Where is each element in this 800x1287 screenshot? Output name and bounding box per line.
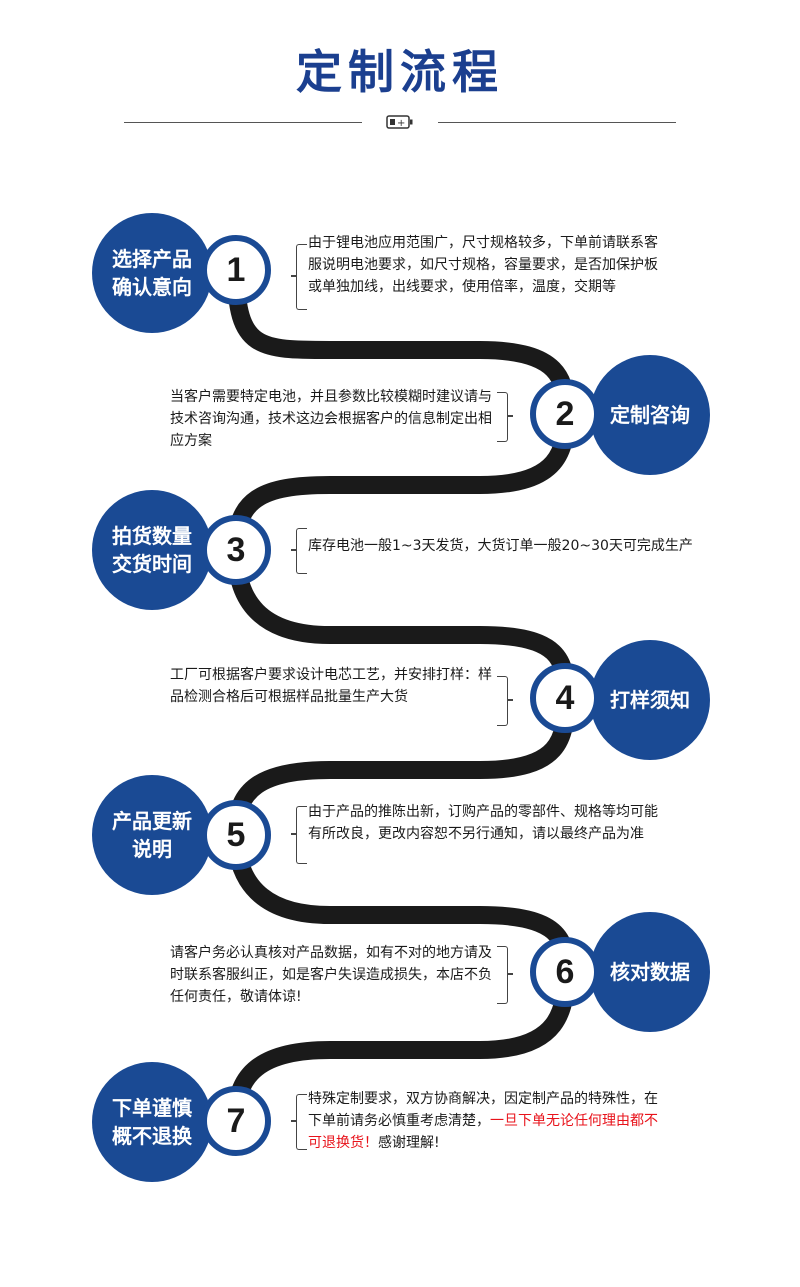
step-4-brace bbox=[497, 676, 508, 726]
divider-left bbox=[124, 122, 362, 123]
step-5-label: 产品更新 说明 bbox=[112, 809, 192, 861]
step-6-label: 核对数据 bbox=[610, 960, 690, 984]
step-1-badge: 选择产品 确认意向 bbox=[92, 213, 212, 333]
step-7-tail: 感谢理解! bbox=[378, 1135, 440, 1151]
step-7-text-main: 特殊定制要求，双方协商解决，因定制产品的特殊性，在下单前请务必慎重考虑清楚， bbox=[308, 1091, 658, 1129]
step-3-brace bbox=[296, 528, 307, 574]
step-6-number: 6 bbox=[530, 937, 600, 1007]
step-4-text: 工厂可根据客户要求设计电芯工艺，并安排打样：样品检测合格后可根据样品批量生产大货 bbox=[170, 667, 492, 705]
step-3-number: 3 bbox=[201, 515, 271, 585]
step-7-number: 7 bbox=[201, 1086, 271, 1156]
step-7-brace bbox=[296, 1094, 307, 1150]
step-2-text: 当客户需要特定电池，并且参数比较模糊时建议请与技术咨询沟通，技术这边会根据客户的… bbox=[170, 389, 492, 449]
step-2-label: 定制咨询 bbox=[610, 403, 690, 427]
step-7-label: 下单谨慎 概不退换 bbox=[112, 1096, 192, 1148]
step-1-number: 1 bbox=[201, 235, 271, 305]
step-3-text: 库存电池一般1~3天发货，大货订单一般20~30天可完成生产 bbox=[308, 538, 693, 554]
step-4-badge: 打样须知 bbox=[590, 640, 710, 760]
step-5-text: 由于产品的推陈出新，订购产品的零部件、规格等均可能有所改良，更改内容恕不另行通知… bbox=[308, 804, 658, 842]
step-7-warning: 一旦下单无论任何理由都不可退换货！ bbox=[308, 1113, 658, 1151]
step-2-number: 2 bbox=[530, 379, 600, 449]
step-3-badge: 拍货数量 交货时间 bbox=[92, 490, 212, 610]
step-4-number: 4 bbox=[530, 663, 600, 733]
step-6-brace bbox=[497, 946, 508, 1004]
step-5-number: 5 bbox=[201, 800, 271, 870]
step-6-text: 请客户务必认真核对产品数据，如有不对的地方请及时联系客服纠正，如是客户失误造成损… bbox=[170, 945, 492, 1005]
step-6-badge: 核对数据 bbox=[590, 912, 710, 1032]
step-7-text: 特殊定制要求，双方协商解决，因定制产品的特殊性，在下单前请务必慎重考虑清楚，一旦… bbox=[308, 1088, 668, 1154]
step-1-brace bbox=[296, 244, 307, 310]
step-5-brace bbox=[296, 806, 307, 864]
step-1-label: 选择产品 确认意向 bbox=[112, 247, 192, 299]
svg-text:+: + bbox=[397, 118, 405, 129]
step-5-badge: 产品更新 说明 bbox=[92, 775, 212, 895]
step-7-badge: 下单谨慎 概不退换 bbox=[92, 1062, 212, 1182]
step-1-text: 由于锂电池应用范围广，尺寸规格较多，下单前请联系客服说明电池要求，如尺寸规格，容… bbox=[308, 235, 658, 295]
divider-right bbox=[438, 122, 676, 123]
step-2-badge: 定制咨询 bbox=[590, 355, 710, 475]
step-2-brace bbox=[497, 392, 508, 442]
step-4-label: 打样须知 bbox=[610, 688, 690, 712]
page-title: 定制流程 bbox=[296, 45, 504, 99]
step-3-label: 拍货数量 交货时间 bbox=[112, 524, 192, 576]
battery-icon: + bbox=[386, 115, 413, 129]
